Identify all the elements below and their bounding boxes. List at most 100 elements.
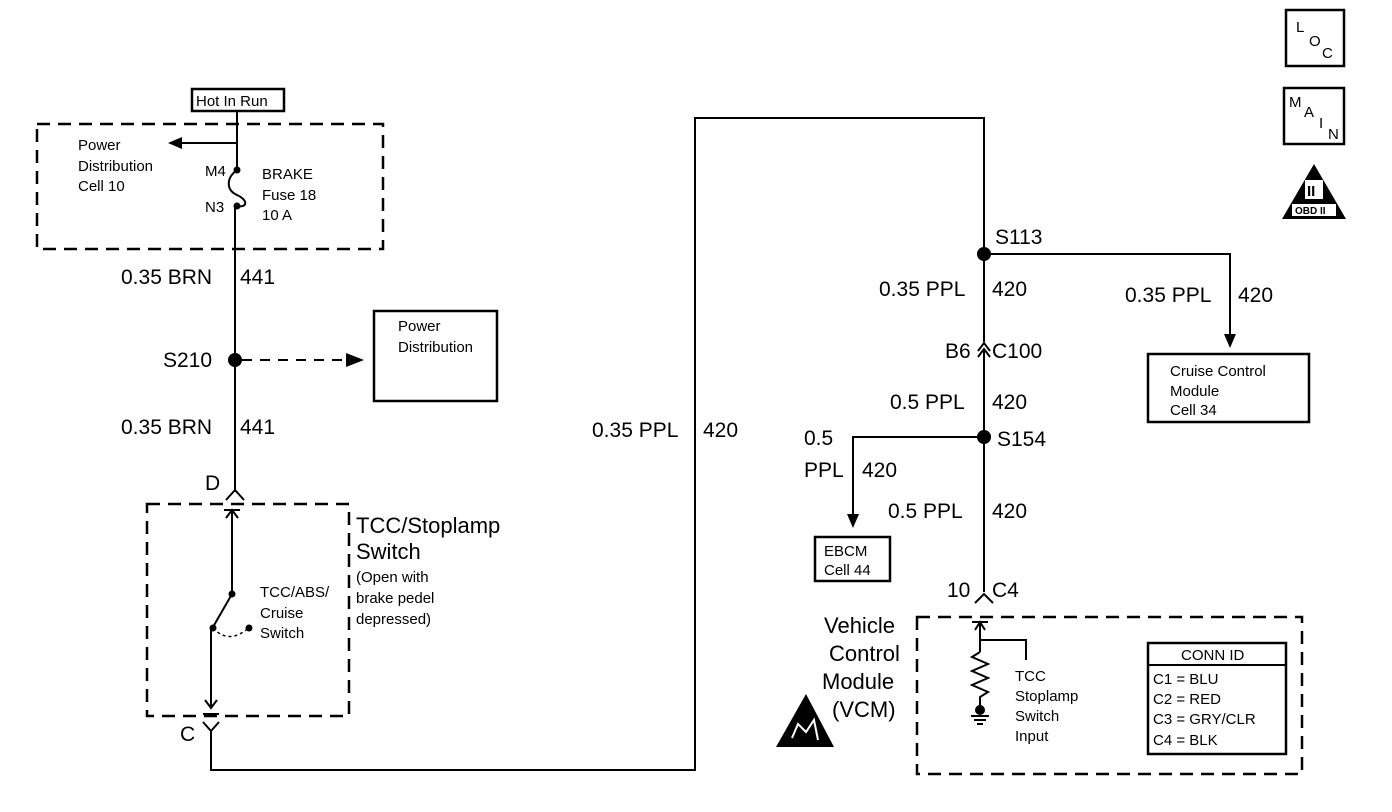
svg-text:Switch: Switch: [1015, 708, 1059, 725]
splice-s210: [228, 353, 242, 367]
wire-ppl-420-main: [210, 117, 985, 771]
svg-text:Module: Module: [822, 669, 894, 694]
svg-text:L: L: [1296, 19, 1304, 36]
conn-row-c1: C1 = BLU: [1153, 671, 1218, 688]
tcc-abs-cruise-switch-label: TCC/ABS/ Cruise Switch: [260, 584, 330, 642]
svg-text:O: O: [1309, 33, 1321, 50]
svg-text:Cell 44: Cell 44: [824, 562, 871, 579]
brake-fuse-label: BRAKE Fuse 18 10 A: [262, 166, 316, 224]
svg-text:Cell 34: Cell 34: [1170, 402, 1217, 419]
wire1-gauge-label: 0.35 BRN: [121, 266, 212, 289]
branch-circuit-label: 420: [1238, 284, 1273, 307]
power-distribution-box: Power Distribution: [372, 309, 499, 403]
esd-warning-icon: [776, 694, 834, 747]
vcm-label: Vehicle Control Module (VCM): [822, 613, 900, 722]
svg-text:Power: Power: [78, 137, 121, 154]
wire1-circuit-label: 441: [240, 266, 275, 289]
right-wire1-circuit-label: 420: [992, 278, 1027, 301]
power-distribution-cell10-box: [35, 122, 385, 251]
cruise-control-module-box: Cruise Control Module Cell 34: [1146, 352, 1311, 424]
arrow-down-icon: [1224, 334, 1236, 348]
svg-text:BRAKE: BRAKE: [262, 166, 313, 183]
connector-c4-label: C4: [992, 579, 1019, 602]
svg-text:N: N: [1328, 126, 1339, 143]
ebcm-gauge-label-line1: 0.5: [804, 427, 833, 450]
svg-text:Fuse 18: Fuse 18: [262, 187, 316, 204]
switch-blade: [212, 593, 233, 628]
svg-text:TCC/ABS/: TCC/ABS/: [260, 584, 330, 601]
conn-id-table: CONN ID C1 = BLU C2 = RED C3 = GRY/CLR C…: [1146, 641, 1288, 756]
middle-wire-gauge-label: 0.35 PPL: [592, 419, 678, 442]
svg-text:I: I: [1319, 115, 1323, 132]
svg-text:Vehicle: Vehicle: [824, 613, 895, 638]
svg-text:brake pedel: brake pedel: [356, 590, 434, 607]
svg-text:TCC: TCC: [1015, 668, 1046, 685]
svg-text:Cell 10: Cell 10: [78, 178, 125, 195]
ebcm-circuit-label: 420: [862, 459, 897, 482]
svg-text:Hot In Run: Hot In Run: [196, 93, 268, 110]
tcc-stoplamp-switch-box: [145, 502, 351, 718]
splice-s210-label: S210: [163, 349, 212, 372]
right-wire3-gauge-label: 0.5 PPL: [888, 500, 963, 523]
svg-text:Input: Input: [1015, 728, 1049, 745]
svg-text:II: II: [1307, 183, 1315, 200]
splice-s154-label: S154: [997, 428, 1046, 451]
right-wire3-circuit-label: 420: [992, 500, 1027, 523]
svg-text:Switch: Switch: [356, 539, 421, 564]
tcc-stoplamp-switch-input-label: TCC Stoplamp Switch Input: [1015, 668, 1078, 745]
arrow-right-icon: [346, 353, 364, 367]
svg-text:10 A: 10 A: [262, 207, 292, 224]
svg-text:Control: Control: [829, 641, 900, 666]
connector-c4: [974, 592, 994, 604]
connector-c100-label: C100: [992, 340, 1042, 363]
svg-text:Stoplamp: Stoplamp: [1015, 688, 1078, 705]
pin-10: 10: [947, 579, 970, 602]
conn-row-c4: C4 = BLK: [1153, 732, 1218, 749]
main-icon[interactable]: M A I N: [1282, 86, 1346, 146]
middle-wire-circuit-label: 420: [703, 419, 738, 442]
pin-b6: B6: [945, 340, 971, 363]
hot-in-run-label: Hot In Run: [190, 87, 286, 113]
arrow-down-ebcm-icon: [847, 514, 859, 528]
conn-id-title: CONN ID: [1181, 647, 1245, 664]
svg-text:A: A: [1304, 104, 1314, 121]
svg-text:(VCM): (VCM): [832, 697, 896, 722]
pull-down-resistor: [969, 651, 991, 708]
right-wire2-gauge-label: 0.5 PPL: [890, 391, 965, 414]
connector-c: [202, 721, 220, 733]
pin-d: D: [205, 472, 220, 495]
svg-text:Module: Module: [1170, 383, 1219, 400]
branch-gauge-label: 0.35 PPL: [1125, 284, 1211, 307]
svg-text:depressed): depressed): [356, 611, 431, 628]
svg-text:C: C: [1322, 45, 1333, 62]
splice-s113-label: S113: [995, 226, 1043, 249]
arrow-left-icon: [168, 137, 182, 149]
pin-n3: N3: [205, 199, 224, 216]
switch-note: (Open with brake pedel depressed): [356, 569, 434, 628]
svg-text:OBD II: OBD II: [1295, 206, 1326, 217]
svg-text:Power: Power: [398, 318, 441, 335]
svg-text:Distribution: Distribution: [78, 158, 153, 175]
svg-text:TCC/Stoplamp: TCC/Stoplamp: [356, 513, 500, 538]
wire2-gauge-label: 0.35 BRN: [121, 416, 212, 439]
connector-c100: [977, 341, 991, 352]
svg-text:(Open with: (Open with: [356, 569, 429, 586]
svg-text:M: M: [1289, 94, 1302, 111]
conn-row-c3: C3 = GRY/CLR: [1153, 711, 1256, 728]
right-wire2-circuit-label: 420: [992, 391, 1027, 414]
loc-icon[interactable]: L O C: [1284, 8, 1346, 68]
ebcm-box: EBCM Cell 44: [813, 535, 892, 583]
conn-row-c2: C2 = RED: [1153, 691, 1221, 708]
wire2-circuit-label: 441: [240, 416, 275, 439]
svg-text:Cruise: Cruise: [260, 605, 303, 622]
svg-text:EBCM: EBCM: [824, 543, 867, 560]
obd-ii-icon[interactable]: II OBD II: [1282, 164, 1346, 219]
pin-m4: M4: [205, 163, 226, 180]
svg-text:Distribution: Distribution: [398, 339, 473, 356]
pin-c: C: [180, 723, 195, 746]
ebcm-gauge-label-line2: PPL: [804, 459, 844, 482]
vcm-box: [915, 615, 1304, 776]
power-distribution-cell10-label: Power Distribution Cell 10: [78, 137, 153, 195]
brake-fuse-symbol: [227, 169, 247, 208]
